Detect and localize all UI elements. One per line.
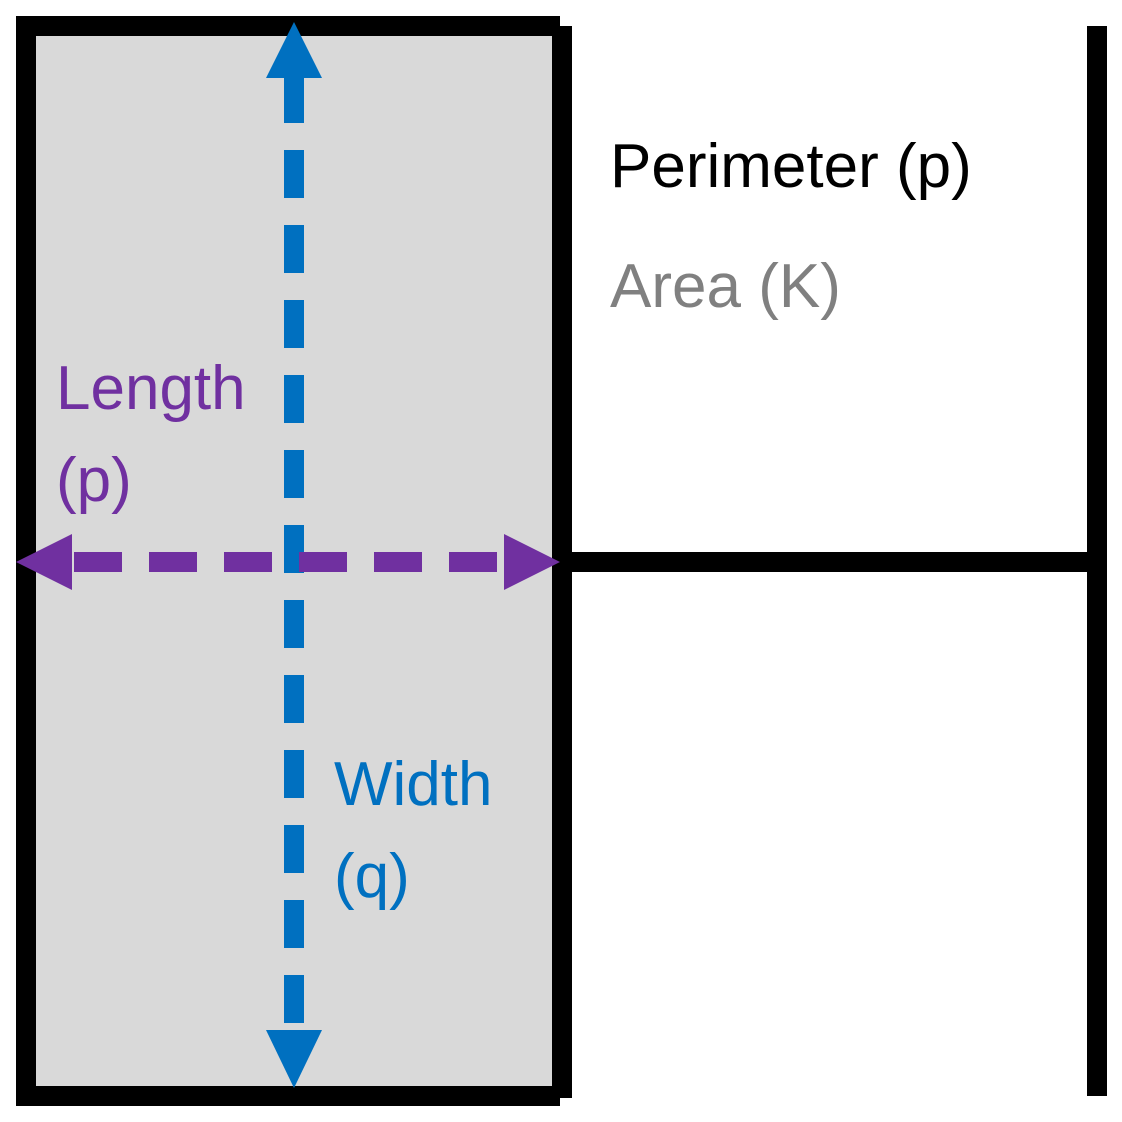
length-arrow-left-icon bbox=[16, 534, 72, 590]
length-label-variable: (p) bbox=[56, 446, 132, 515]
width-label-word: Width bbox=[334, 750, 493, 819]
area-label: Area (K) bbox=[610, 252, 841, 321]
length-arrow-right-icon bbox=[504, 534, 560, 590]
perimeter-label: Perimeter (p) bbox=[610, 132, 972, 201]
length-label-word: Length bbox=[56, 354, 246, 423]
width-arrow-down-icon bbox=[266, 1030, 322, 1088]
width-label-variable: (q) bbox=[334, 842, 410, 911]
width-arrow-up-icon bbox=[266, 22, 322, 78]
